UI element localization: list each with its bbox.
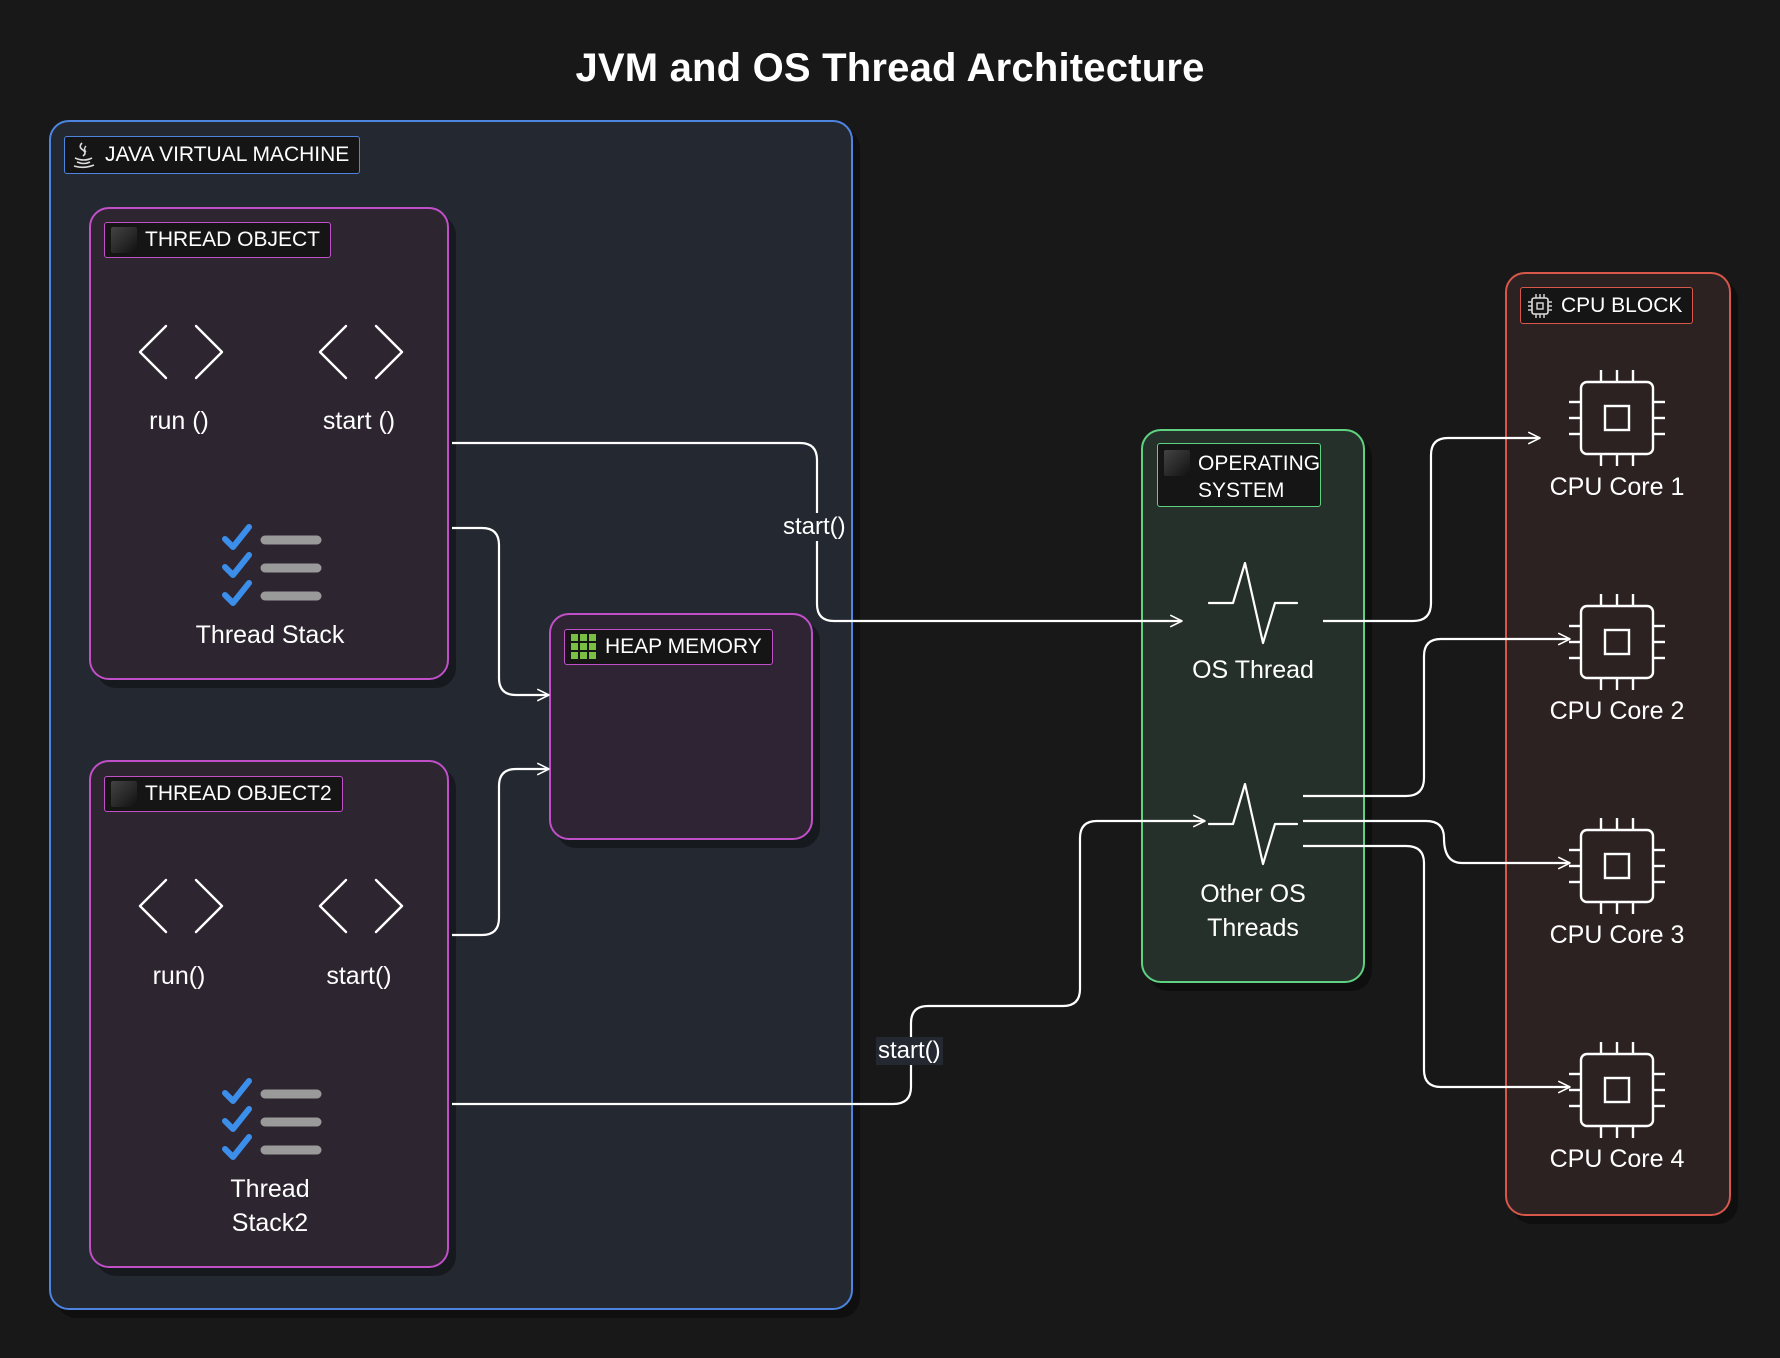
thread-object-group [89,207,449,680]
thread-object-label: THREAD OBJECT [104,222,332,258]
run-method-label: run () [149,407,209,435]
edge-other-to-core3 [1303,819,1571,870]
os-thread-label: OS Thread [1192,656,1314,684]
jvm-label-text: JAVA VIRTUAL MACHINE [105,143,350,166]
cpu-block-label-text: CPU BLOCK [1561,293,1683,317]
checklist-icon-stack1 [225,527,317,603]
thread-stack2-line2: Stack2 [231,1209,309,1237]
thread-stack2-line1: Thread [230,1175,310,1203]
start-method2-label: start() [326,962,392,990]
code-icon-start2 [318,878,404,934]
operating-system-label-text: OPERATING SYSTEM [1198,452,1321,502]
other-os-line1: Other OS [1200,880,1306,908]
grid-icon [571,634,596,659]
code-icon-run1 [138,324,224,380]
edge-thread2-to-other-os [452,814,1206,1106]
code-icon-run2 [138,878,224,934]
cpu-core1-label: CPU Core 1 [1549,473,1685,501]
thread-object-icon [111,227,137,253]
thread-object2-label: THREAD OBJECT2 [104,776,343,812]
cpu-icon [1528,293,1552,318]
chip-icon-core1 [1567,368,1667,468]
operating-system-icon [1164,450,1190,476]
thread-object2-group [89,760,449,1268]
java-icon [73,142,95,169]
run-method2-label: run() [152,962,206,990]
cpu-block-label: CPU BLOCK [1520,287,1694,324]
thread-object-label-text: THREAD OBJECT [145,228,321,251]
activity-icon-os-thread [1207,561,1299,645]
heap-memory-label-text: HEAP MEMORY [605,635,762,658]
cpu-core2-label: CPU Core 2 [1549,697,1685,725]
chip-icon-core3 [1567,816,1667,916]
thread-object2-icon [111,781,137,807]
thread-stack2-label: Thread Stack2 [140,1172,400,1240]
jvm-label: JAVA VIRTUAL MACHINE [64,136,361,174]
activity-icon-other-os [1207,782,1299,866]
cpu-block-group [1505,272,1731,1216]
chip-icon-core2 [1567,592,1667,692]
cpu-core4-label: CPU Core 4 [1549,1145,1685,1173]
edge-stack1-to-heap [452,526,550,702]
operating-system-group [1141,429,1365,983]
thread-object2-label-text: THREAD OBJECT2 [145,782,332,805]
edge-other-to-core4 [1303,844,1571,1094]
edge-os-thread-to-core1 [1323,431,1541,623]
thread-stack-label: Thread Stack [195,621,345,649]
other-os-threads-label: Other OS Threads [1153,877,1353,945]
start-method-label: start () [322,407,396,435]
edge-other-to-core2 [1303,632,1571,798]
heap-memory-label: HEAP MEMORY [564,629,773,665]
checklist-icon-stack2 [225,1081,317,1157]
cpu-core3-label: CPU Core 3 [1549,921,1685,949]
operating-system-label: OPERATING SYSTEM [1157,443,1321,507]
edge-label-start-top: start() [781,513,848,541]
chip-icon-core4 [1567,1040,1667,1140]
diagram-title: JVM and OS Thread Architecture [575,46,1205,90]
code-icon-start1 [318,324,404,380]
edge-thread2-to-heap [452,762,550,937]
edge-label-start-bottom: start() [876,1037,943,1065]
other-os-line2: Threads [1207,914,1299,942]
